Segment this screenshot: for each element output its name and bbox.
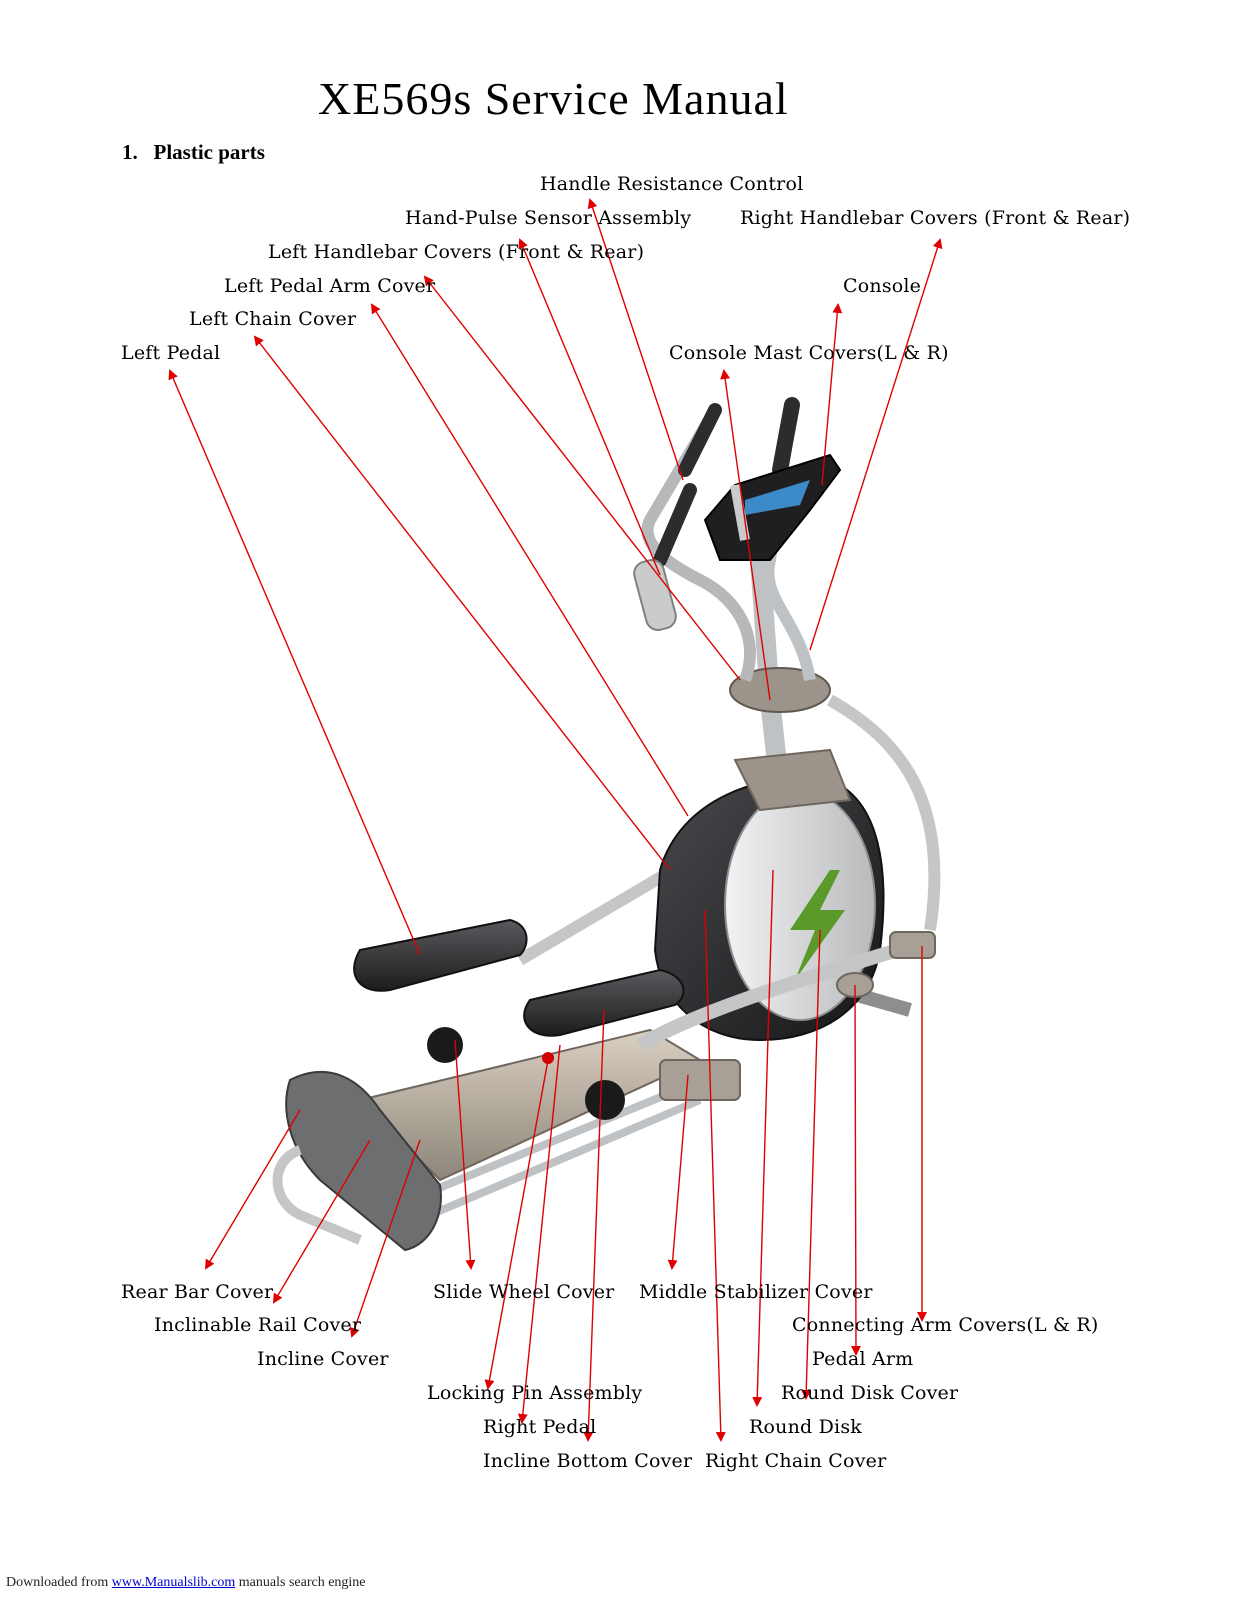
label-left-handlebar-covers: Left Handlebar Covers (Front & Rear) bbox=[268, 241, 645, 263]
arrow-rear-bar-cover bbox=[204, 1109, 301, 1270]
label-locking-pin-assembly: Locking Pin Assembly bbox=[427, 1382, 643, 1404]
rear-bar-cover-shape bbox=[285, 1070, 442, 1252]
locking-pin-shape bbox=[542, 1052, 554, 1064]
console-mast-stub bbox=[730, 484, 750, 541]
label-right-handlebar-covers: Right Handlebar Covers (Front & Rear) bbox=[740, 207, 1131, 229]
arrow-right-handlebar-covers bbox=[809, 238, 943, 651]
label-right-pedal: Right Pedal bbox=[483, 1416, 597, 1438]
arrow-round-disk bbox=[752, 869, 774, 1407]
label-round-disk-cover: Round Disk Cover bbox=[781, 1382, 959, 1404]
arrow-pedal-arm bbox=[850, 984, 861, 1356]
label-left-pedal-arm-cover: Left Pedal Arm Cover bbox=[224, 275, 436, 297]
label-slide-wheel-cover: Slide Wheel Cover bbox=[433, 1281, 615, 1303]
arrow-right-pedal bbox=[517, 1044, 561, 1424]
manualslib-link[interactable]: www.Manualslib.com bbox=[111, 1575, 236, 1590]
label-round-disk: Round Disk bbox=[749, 1416, 862, 1438]
arrow-handle-resistance-control bbox=[587, 198, 684, 481]
footer-suffix: manuals search engine bbox=[235, 1575, 366, 1590]
right-handlebar bbox=[762, 404, 816, 682]
label-console: Console bbox=[843, 275, 922, 297]
hand-pulse-sensor-shape bbox=[633, 559, 677, 631]
label-hand-pulse-sensor: Hand-Pulse Sensor Assembly bbox=[405, 207, 692, 229]
right-pedal-shape bbox=[523, 968, 685, 1037]
arrow-left-pedal bbox=[168, 369, 421, 956]
round-disk-logo bbox=[790, 870, 845, 980]
connecting-arm-right bbox=[636, 933, 933, 1052]
incline-cover-top bbox=[733, 748, 852, 812]
callout-arrows bbox=[168, 198, 943, 1442]
label-incline-cover: Incline Cover bbox=[257, 1348, 389, 1370]
label-left-pedal: Left Pedal bbox=[121, 342, 221, 364]
slide-wheel-left bbox=[427, 1027, 463, 1063]
label-pedal-arm: Pedal Arm bbox=[812, 1348, 914, 1370]
connecting-arm-right-upper bbox=[827, 694, 941, 931]
label-rear-bar-cover: Rear Bar Cover bbox=[121, 1281, 274, 1303]
right-handlebar-grip bbox=[772, 397, 800, 478]
arrow-incline-cover bbox=[349, 1139, 421, 1338]
left-handlebar bbox=[641, 406, 756, 683]
arrow-console-mast-covers bbox=[720, 369, 771, 701]
rear-handle bbox=[272, 1145, 362, 1245]
arrow-right-chain-cover bbox=[704, 909, 726, 1442]
label-right-chain-cover: Right Chain Cover bbox=[705, 1450, 887, 1472]
machine-illustration bbox=[272, 397, 941, 1252]
label-handle-resistance-control: Handle Resistance Control bbox=[540, 173, 804, 195]
footer-prefix: Downloaded from bbox=[6, 1575, 112, 1590]
section-heading: 1. Plastic parts bbox=[122, 140, 265, 165]
label-incline-bottom-cover: Incline Bottom Cover bbox=[483, 1450, 693, 1472]
label-console-mast-covers: Console Mast Covers(L & R) bbox=[669, 342, 949, 364]
arrow-left-handlebar-covers bbox=[423, 275, 741, 681]
left-handlebar-lower bbox=[653, 483, 697, 567]
connecting-arm-end-cap bbox=[889, 931, 936, 959]
arrow-locking-pin-assembly bbox=[484, 1059, 549, 1390]
arrow-middle-stabilizer-cover bbox=[667, 1074, 689, 1270]
section-number: 1. bbox=[122, 140, 138, 164]
arrow-round-disk-cover bbox=[801, 929, 821, 1400]
console-screen bbox=[745, 480, 810, 515]
arrow-incline-bottom-cover bbox=[583, 1009, 605, 1442]
slide-wheel-right bbox=[585, 1080, 625, 1120]
label-inclinable-rail-cover: Inclinable Rail Cover bbox=[154, 1314, 362, 1336]
middle-stabilizer-cover-shape bbox=[659, 1059, 741, 1101]
page-title: XE569s Service Manual bbox=[318, 73, 789, 124]
arrow-slide-wheel-cover bbox=[454, 1039, 476, 1270]
arrow-inclinable-rail-cover bbox=[272, 1139, 371, 1304]
label-connecting-arm-covers: Connecting Arm Covers(L & R) bbox=[792, 1314, 1099, 1336]
arrow-left-pedal-arm-cover bbox=[370, 303, 689, 817]
label-left-chain-cover: Left Chain Cover bbox=[189, 308, 357, 330]
arrow-hand-pulse-sensor bbox=[518, 238, 661, 576]
left-handlebar-grip bbox=[678, 403, 722, 477]
arrow-console bbox=[821, 303, 843, 486]
left-pedal-shape bbox=[353, 918, 528, 992]
section-title: Plastic parts bbox=[153, 140, 265, 164]
arrow-left-chain-cover bbox=[253, 335, 671, 871]
label-middle-stabilizer-cover: Middle Stabilizer Cover bbox=[639, 1281, 873, 1303]
footer: Downloaded from www.Manualslib.com manua… bbox=[6, 1575, 366, 1591]
